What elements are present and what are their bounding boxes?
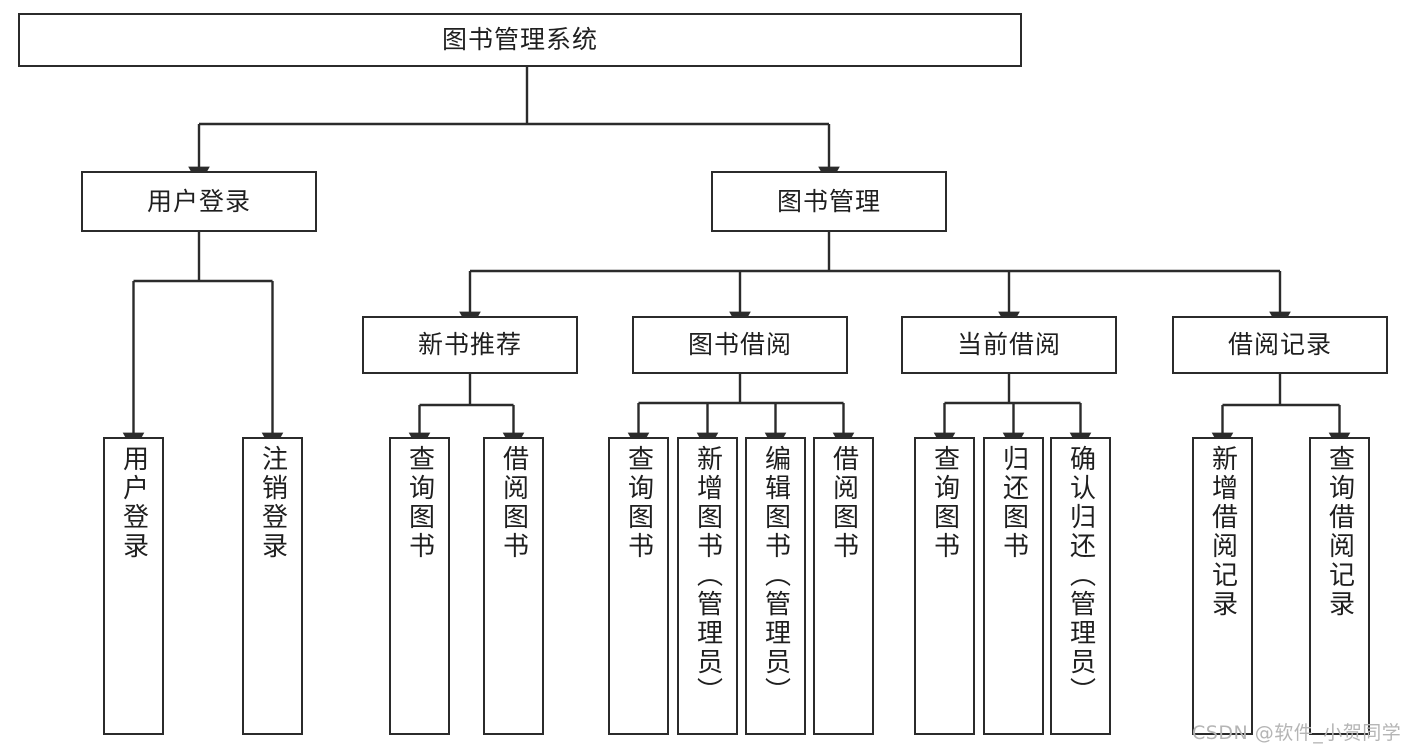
node-leaf-query-book-3[interactable]: 查询图书 (914, 437, 975, 735)
node-label: 借阅图书 (828, 445, 859, 561)
node-leaf-return-book[interactable]: 归还图书 (983, 437, 1044, 735)
node-leaf-confirm-return[interactable]: 确认归还（管理员） (1050, 437, 1111, 735)
node-book-manage[interactable]: 图书管理 (711, 171, 947, 232)
node-leaf-query-record[interactable]: 查询借阅记录 (1309, 437, 1370, 735)
csdn-watermark: CSDN @软件_小贺同学 (1192, 722, 1402, 744)
node-new-book-recommend[interactable]: 新书推荐 (362, 316, 578, 374)
node-leaf-logout[interactable]: 注销登录 (242, 437, 303, 735)
node-label: 查询图书 (929, 445, 960, 561)
node-leaf-add-record[interactable]: 新增借阅记录 (1192, 437, 1253, 735)
node-leaf-borrow-book-1[interactable]: 借阅图书 (483, 437, 544, 735)
node-label: 用户登录 (118, 445, 149, 561)
node-label: 用户登录 (146, 186, 251, 216)
node-user-login[interactable]: 用户登录 (81, 171, 317, 232)
node-label: 注销登录 (257, 445, 288, 561)
node-leaf-query-book-1[interactable]: 查询图书 (389, 437, 450, 735)
node-label: 编辑图书（管理员） (760, 445, 791, 706)
node-label: 查询图书 (623, 445, 654, 561)
node-label: 借阅记录 (1227, 330, 1332, 360)
node-label: 新增图书（管理员） (692, 445, 723, 706)
node-label: 图书借阅 (687, 330, 792, 360)
node-label: 图书管理 (776, 186, 881, 216)
node-label: 归还图书 (998, 445, 1029, 561)
node-leaf-query-book-2[interactable]: 查询图书 (608, 437, 669, 735)
node-borrow-record[interactable]: 借阅记录 (1172, 316, 1388, 374)
node-label: 借阅图书 (498, 445, 529, 561)
node-label: 查询借阅记录 (1324, 445, 1355, 619)
connector-lines (122, 67, 1351, 452)
node-leaf-borrow-book-2[interactable]: 借阅图书 (813, 437, 874, 735)
node-book-borrow[interactable]: 图书借阅 (632, 316, 848, 374)
node-label: 查询图书 (404, 445, 435, 561)
node-leaf-user-login[interactable]: 用户登录 (103, 437, 164, 735)
node-label: 当前借阅 (956, 330, 1061, 360)
node-leaf-add-book[interactable]: 新增图书（管理员） (677, 437, 738, 735)
node-leaf-edit-book[interactable]: 编辑图书（管理员） (745, 437, 806, 735)
node-current-borrow[interactable]: 当前借阅 (901, 316, 1117, 374)
node-root[interactable]: 图书管理系统 (18, 13, 1022, 67)
node-label: 确认归还（管理员） (1065, 445, 1096, 706)
node-label: 新增借阅记录 (1207, 445, 1238, 619)
node-label: 新书推荐 (417, 330, 522, 360)
node-label: 图书管理系统 (441, 25, 598, 55)
